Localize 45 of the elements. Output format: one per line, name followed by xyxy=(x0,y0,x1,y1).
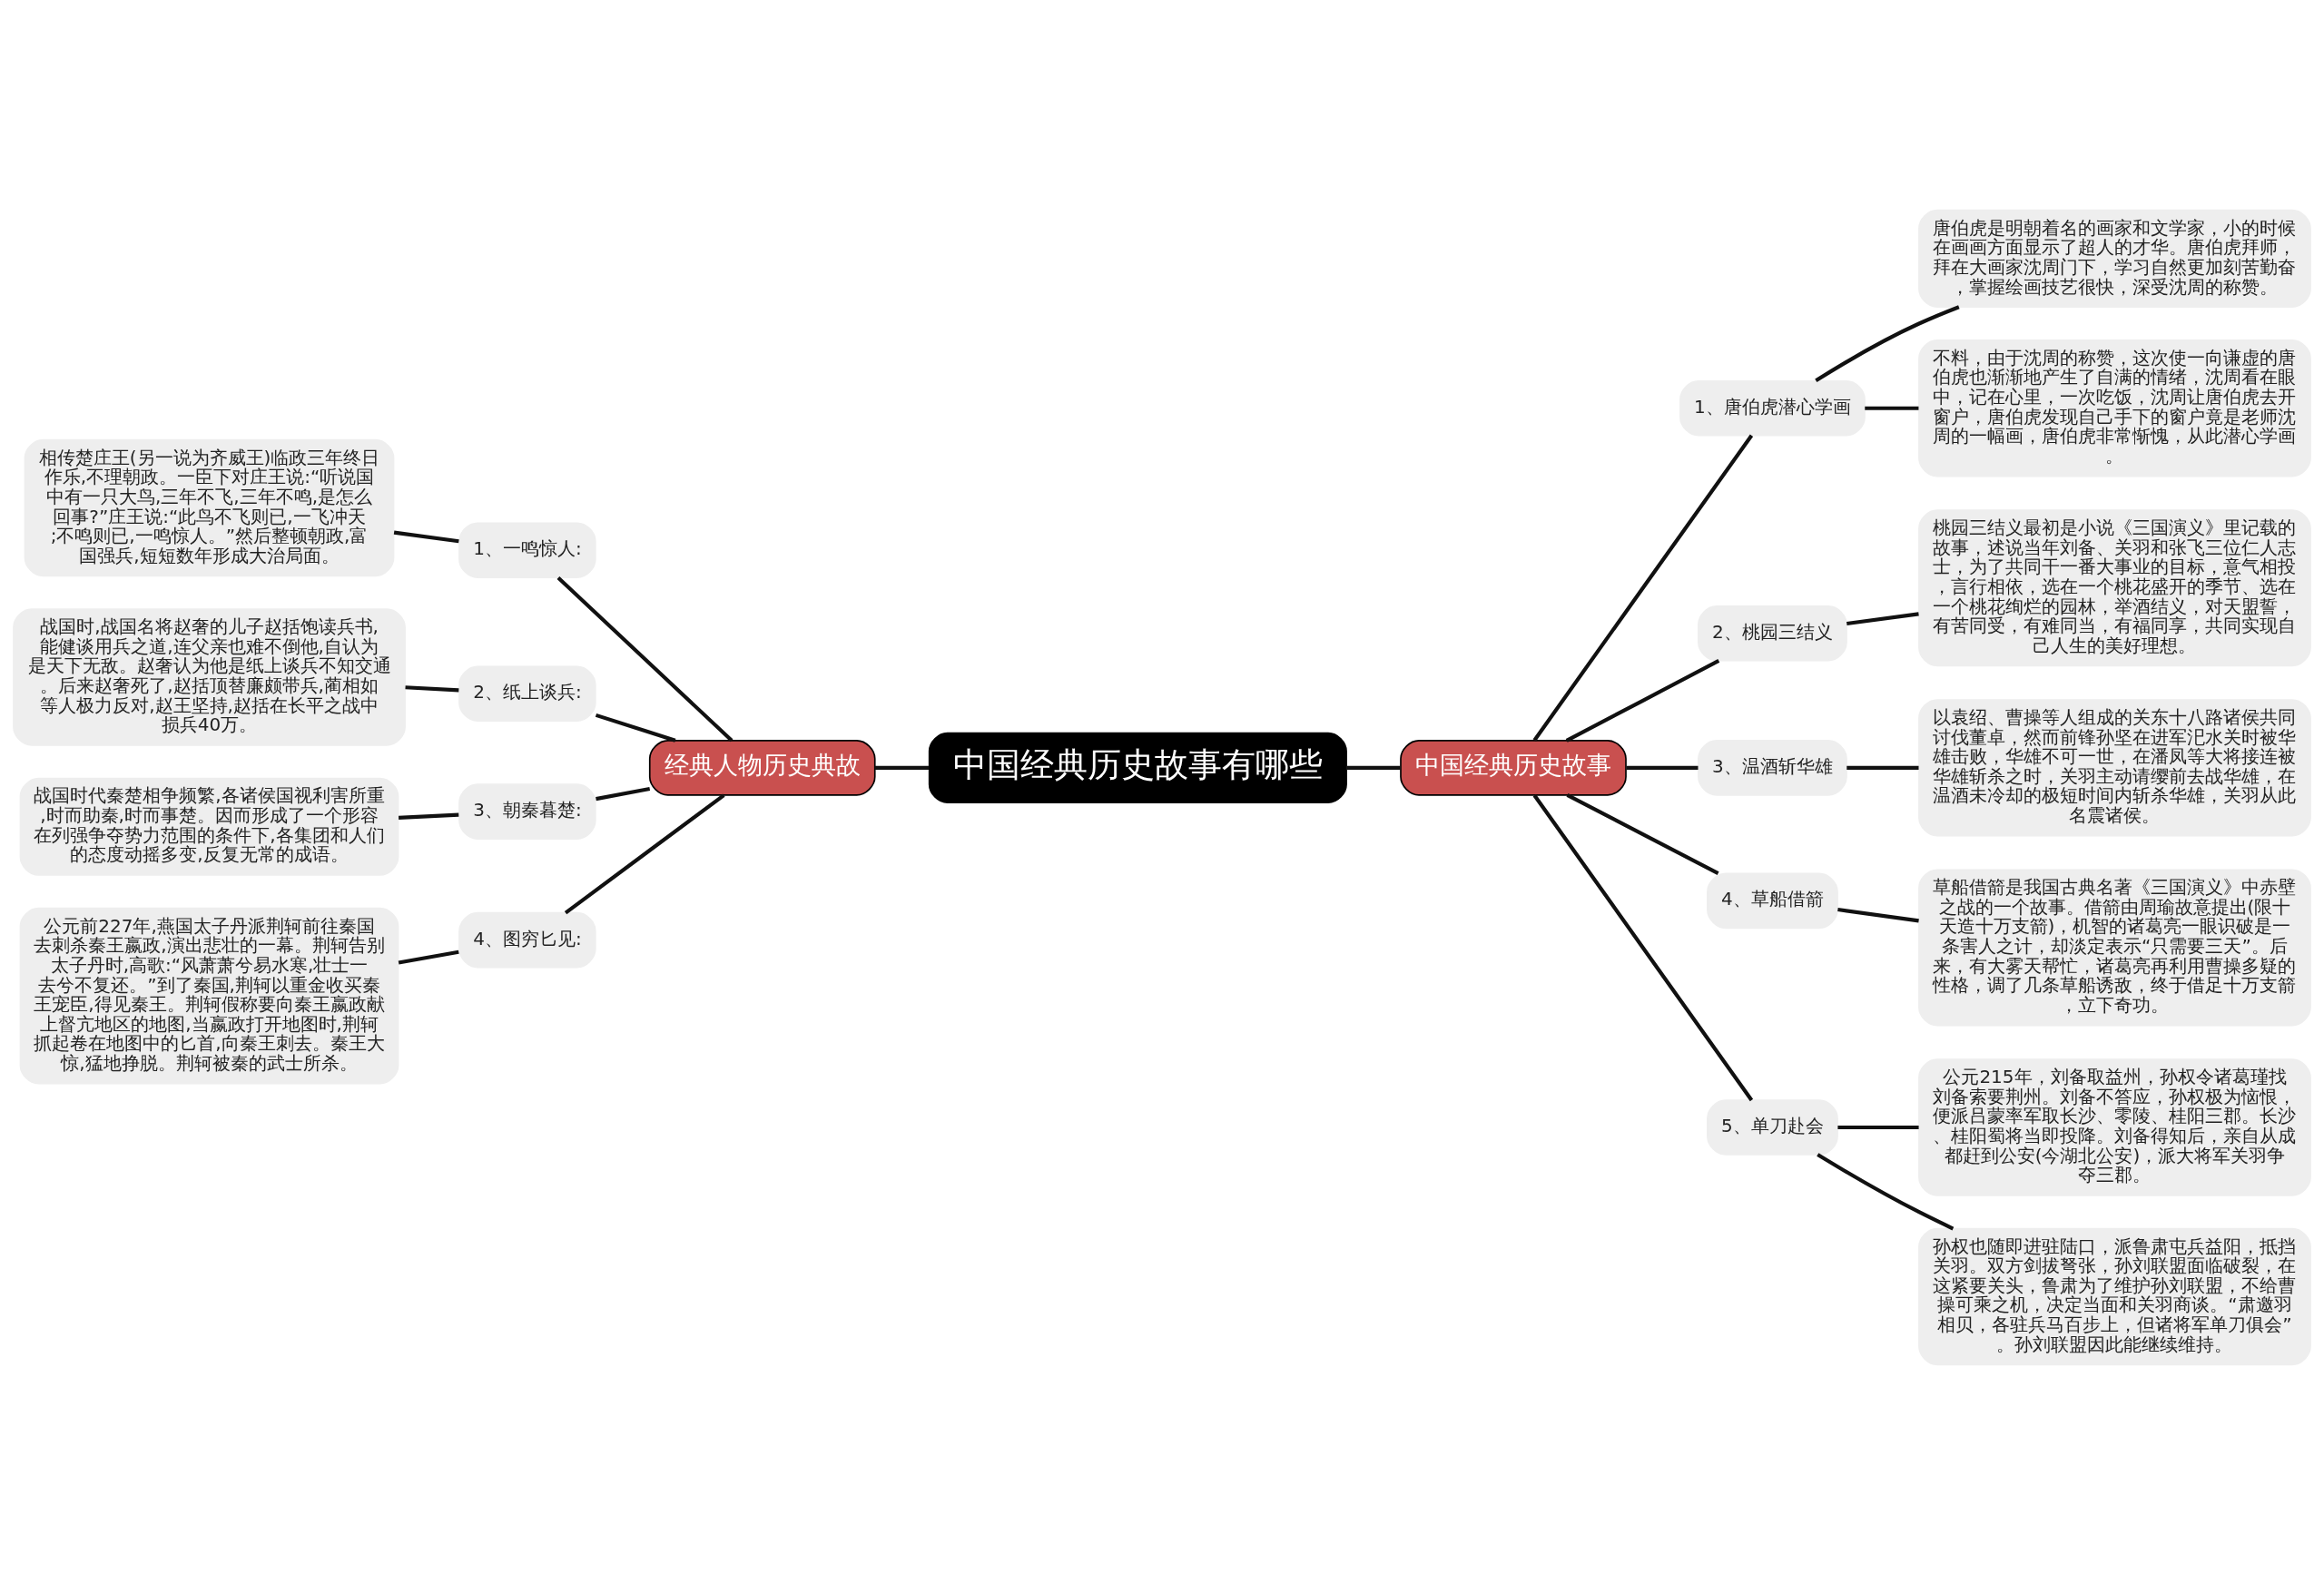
connector xyxy=(1817,1152,1955,1230)
node-box: 公元215年，刘备取益州，孙权令诸葛瑾找刘备索要荆州。刘备不答应，孙权极为恼恨，便派吕蒙率军取长沙、零陵、桂阳三郡。长沙、桂阳蜀将当即投降。刘备得知后，亲自从成都赶到公安(今湖北公安)，派大将军关羽争夺三郡。 xyxy=(1918,1058,2311,1196)
connector xyxy=(1566,792,1719,875)
connector xyxy=(595,713,676,743)
node-box: 1、唐伯虎潜心学画 xyxy=(1679,379,1866,436)
node-box: 4、草船借箭 xyxy=(1707,872,1838,929)
node-box: 战国时,战国名将赵奢的儿子赵括饱读兵书,能健谈用兵之道,连父亲也难不倒他,自认为是天下无敌。赵奢认为他是纸上谈兵不知交通。后来赵奢死了,赵括顶替廉颇带兵,蔺相如等人极力反对,赵王坚持,赵括在长平之战中损兵40万。 xyxy=(13,607,406,746)
node-box: 公元前227年,燕国太子丹派荆轲前往秦国去刺杀秦王嬴政,演出悲壮的一幕。荆轲告别太子丹时,高歌:“风萧萧兮易水寒,壮士一去兮不复还。”到了秦国,荆轲以重金收买秦王宠臣,得见秦王。荆轲假称要向秦王嬴政献上督亢地区的地图,当嬴政打开地图时,荆轲抓起卷在地图中的匕首,向秦王刺去。秦王大惊,猛地挣脱。荆轲被秦的武士所杀。 xyxy=(19,907,399,1085)
node-box: 战国时代秦楚相争频繁,各诸侯国视利害所重,时而助秦,时而事楚。因而形成了一个形容在列强争夺势力范围的条件下,各集团和人们的态度动摇多变,反复无常的成语。 xyxy=(19,777,399,876)
connector xyxy=(1565,658,1720,743)
connector xyxy=(1346,765,1401,770)
connector xyxy=(564,792,725,914)
connector xyxy=(393,530,459,543)
node-box: 经典人物历史典故 xyxy=(648,739,876,796)
node-box: 相传楚庄王(另一说为齐威王)临政三年终日作乐,不理朝政。一臣下对庄王说:“听说国中有一只大鸟,三年不飞,三年不鸣,是怎么回事?”庄王说:“此鸟不飞则已,一飞冲天;不鸣则已,一鸣惊人。”然后整顿朝政,富国强兵,短短数年形成大治局面。 xyxy=(24,438,395,576)
node-box: 以袁绍、曹操等人组成的关东十八路诸侯共同讨伐董卓，然而前锋孙坚在进军汜水关时被华雄击败，华雄不可一世，在潘凤等大将接连被华雄斩杀之时，关羽主动请缨前去战华雄，在温酒未冷却的极短时间内斩杀华雄，关羽从此名震诸侯。 xyxy=(1918,698,2311,837)
node-box: 孙权也随即进驻陆口，派鲁肃屯兵益阳，抵挡关羽。双方剑拔弩张，孙刘联盟面临破裂，在这紧要关头，鲁肃为了维护孙刘联盟，不给曹操可乘之机，决定当面和关羽商谈。“肃邀羽相贝，各驻兵马百步上，但诸将军单刀俱会”。孙刘联盟因此能继续维持。 xyxy=(1918,1227,2311,1365)
node-box: 2、纸上谈兵: xyxy=(458,665,596,722)
connector xyxy=(1815,304,1960,382)
connector xyxy=(874,765,930,770)
connector xyxy=(1865,406,1919,410)
connector xyxy=(1626,765,1699,770)
node-box: 中国经典历史故事 xyxy=(1400,739,1627,796)
node-box: 桃园三结义最初是小说《三国演义》里记载的故事，述说当年刘备、关羽和张飞三位仁人志士，为了共同干一番大事业的目标，意气相投，言行相依，选在一个桃花盛开的季节、选在一个桃花绚烂的园林，举酒结义，对天盟誓，有苦同受，有难同当，有福同享，共同实现自己人生的美好理想。 xyxy=(1918,508,2311,666)
node-box: 1、一鸣惊人: xyxy=(458,521,596,578)
connector xyxy=(398,949,459,965)
node-box: 草船借箭是我国古典名著《三国演义》中赤壁之战的一个故事。借箭由周瑜故意提出(限十天造十万支箭)，机智的诸葛亮一眼识破是一条害人之计，却淡定表示“只需要三天”。后来，有大雾天帮忙，诸葛亮再利用曹操多疑的性格，调了几条草船诱敌，终于借足十万支箭，立下奇功。 xyxy=(1918,868,2311,1026)
connector xyxy=(1846,611,1919,625)
connector xyxy=(1532,793,1754,1101)
node-box: 5、单刀赴会 xyxy=(1707,1098,1838,1156)
connector xyxy=(399,812,459,820)
node-box: 唐伯虎是明朝着名的画家和文学家，小的时候在画画方面显示了超人的才华。唐伯虎拜师，拜在大画家沈周门下，学习自然更加刻苦勤奋，掌握绘画技艺很快，深受沈周的称赞。 xyxy=(1918,209,2311,308)
connector xyxy=(1846,765,1919,770)
connector xyxy=(1532,434,1754,742)
connector xyxy=(556,575,734,742)
node-box: 3、温酒斩华雄 xyxy=(1698,739,1847,796)
connector xyxy=(405,684,459,692)
connector xyxy=(1837,907,1919,922)
node-box: 4、图穷匕见: xyxy=(458,911,596,968)
node-box: 中国经典历史故事有哪些 xyxy=(928,732,1347,803)
node-box: 3、朝秦暮楚: xyxy=(458,782,596,840)
connector xyxy=(596,786,651,801)
connector xyxy=(1837,1125,1919,1129)
node-box: 不料，由于沈周的称赞，这次使一向谦虚的唐伯虎也渐渐地产生了自满的情绪，沈周看在眼中，记在心里，一次吃饭，沈周让唐伯虎去开窗户，唐伯虎发现自己手下的窗户竟是老师沈周的一幅画，唐伯虎非常惭愧，从此潜心学画。 xyxy=(1918,339,2311,477)
node-box: 2、桃园三结义 xyxy=(1698,605,1847,661)
